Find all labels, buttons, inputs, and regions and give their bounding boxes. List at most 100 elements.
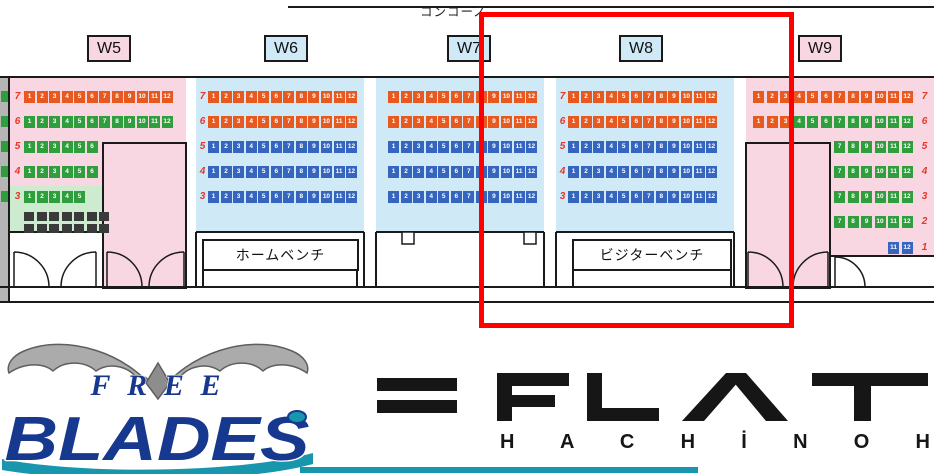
seat-W8-7-9: 9 — [668, 91, 680, 103]
w8-bg — [556, 78, 734, 232]
seat-W9-6-8: 8 — [847, 116, 859, 128]
seat-W6-7-9: 9 — [308, 91, 320, 103]
seat-W5-6-8: 8 — [111, 116, 123, 128]
seat-W9-6-6: 6 — [820, 116, 832, 128]
seat-W5-6-1: 1 — [24, 116, 35, 128]
seat-W7-3: 3 — [413, 141, 425, 153]
seat-W5-4-4: 4 — [61, 166, 73, 178]
seat-W7-9: 9 — [488, 91, 500, 103]
seat-W5-3-5: 5 — [74, 191, 85, 203]
seat-W6-4-3: 3 — [233, 166, 245, 178]
edge-seat-block — [1, 116, 9, 127]
seat-W8-4-5: 5 — [618, 166, 630, 178]
seat-W5-3-1: 1 — [24, 191, 35, 203]
seat-W9-5-8: 8 — [847, 141, 859, 153]
seat-W8-3-10: 10 — [680, 191, 692, 203]
seat-W9-7-3: 3 — [780, 91, 791, 103]
seat-W9-4-12: 12 — [901, 166, 913, 178]
seat-W6-5-8: 8 — [295, 141, 307, 153]
seat-W9-6-2: 2 — [766, 116, 778, 128]
seat-W9-3-11: 11 — [888, 191, 899, 203]
aisle-divider-lines — [195, 232, 735, 287]
seat-W8-3-6: 6 — [630, 191, 642, 203]
seat-W8-3-11: 11 — [693, 191, 705, 203]
seat-W6-5-12: 12 — [346, 141, 358, 153]
seat-W8-6-8: 8 — [655, 116, 667, 128]
seat-W8-7-1: 1 — [568, 91, 579, 103]
seat-W7-11: 11 — [513, 141, 525, 153]
seat-W5-6-12: 12 — [161, 116, 173, 128]
seat-W9-6-11: 11 — [888, 116, 899, 128]
logo-underline-strip — [300, 467, 698, 473]
seat-W5-7-7: 7 — [99, 91, 110, 103]
seat-W7-12: 12 — [526, 116, 538, 128]
seat-W6-4-1: 1 — [208, 166, 219, 178]
edge-seat-block — [1, 191, 9, 202]
seat-W6-5-2: 2 — [220, 141, 232, 153]
seat-W7-10: 10 — [500, 116, 512, 128]
freeblades-logo: FREE BLADES — [2, 343, 313, 474]
seat-W6-6-9: 9 — [308, 116, 320, 128]
seat-W8-3-4: 4 — [605, 191, 617, 203]
seat-W5-6-7: 7 — [99, 116, 110, 128]
seat-W7-5: 5 — [438, 116, 450, 128]
seat-W5-7-3: 3 — [49, 91, 60, 103]
seat-W7-6: 6 — [450, 91, 462, 103]
seat-W9-2-10: 10 — [874, 216, 886, 228]
row-number-W6-5: 5 — [199, 141, 206, 152]
seat-W5-4-6: 6 — [86, 166, 98, 178]
seat-W9-3-9: 9 — [861, 191, 872, 203]
seat-W7-5: 5 — [438, 91, 450, 103]
seat-W5-7-10: 10 — [136, 91, 148, 103]
seat-W7-1: 1 — [388, 141, 399, 153]
seat-W6-5-9: 9 — [308, 141, 320, 153]
seat-W8-5-4: 4 — [605, 141, 617, 153]
seat-W6-5-4: 4 — [245, 141, 257, 153]
edge-seat-block — [1, 141, 9, 152]
pillar-block — [523, 231, 537, 245]
seat-W5-6-2: 2 — [36, 116, 48, 128]
seat-W9-7-7: 7 — [834, 91, 845, 103]
seat-W9-3-10: 10 — [874, 191, 886, 203]
seat-W6-5-1: 1 — [208, 141, 219, 153]
seat-W6-4-4: 4 — [245, 166, 257, 178]
seat-W6-4-2: 2 — [220, 166, 232, 178]
seat-W6-3-7: 7 — [283, 191, 295, 203]
seat-W6-7-4: 4 — [245, 91, 257, 103]
seat-W9-6-9: 9 — [861, 116, 872, 128]
seat-W5-4 — [61, 212, 72, 221]
seat-W8-6-11: 11 — [693, 116, 705, 128]
right-corridor-outline — [745, 142, 831, 289]
seat-W9-2-8: 8 — [847, 216, 859, 228]
seat-W8-5-12: 12 — [706, 141, 718, 153]
seat-W8-7-11: 11 — [693, 91, 705, 103]
seat-W6-3-12: 12 — [346, 191, 358, 203]
row-number-W9-5: 5 — [921, 141, 928, 152]
wings-graphic — [7, 343, 309, 401]
seat-W7-2: 2 — [400, 141, 412, 153]
seat-W7-1: 1 — [388, 191, 399, 203]
seat-W9-3-8: 8 — [847, 191, 859, 203]
pillar-block — [401, 231, 415, 245]
seat-W7-10: 10 — [500, 141, 512, 153]
seat-W6-5-3: 3 — [233, 141, 245, 153]
seat-W8-5-3: 3 — [593, 141, 605, 153]
seat-W9-2-11: 11 — [888, 216, 899, 228]
seat-W5-2 — [36, 224, 47, 233]
seat-W5-7-2: 2 — [36, 91, 48, 103]
seat-W7-11: 11 — [513, 166, 525, 178]
seat-W7-7: 7 — [463, 141, 475, 153]
door-swing-arcs — [13, 251, 866, 288]
seat-W5-5 — [74, 212, 84, 221]
seat-W7-4: 4 — [425, 116, 437, 128]
seat-W8-3-2: 2 — [580, 191, 592, 203]
seat-W8-4-8: 8 — [655, 166, 667, 178]
seat-W6-3-9: 9 — [308, 191, 320, 203]
row-number-W9-1: 1 — [921, 242, 928, 253]
seat-W9-5-10: 10 — [874, 141, 886, 153]
seat-W6-3-5: 5 — [258, 191, 270, 203]
seat-W7-1: 1 — [388, 116, 399, 128]
seat-W6-6-5: 5 — [258, 116, 270, 128]
seat-W7-7: 7 — [463, 166, 475, 178]
seat-W8-6-4: 4 — [605, 116, 617, 128]
